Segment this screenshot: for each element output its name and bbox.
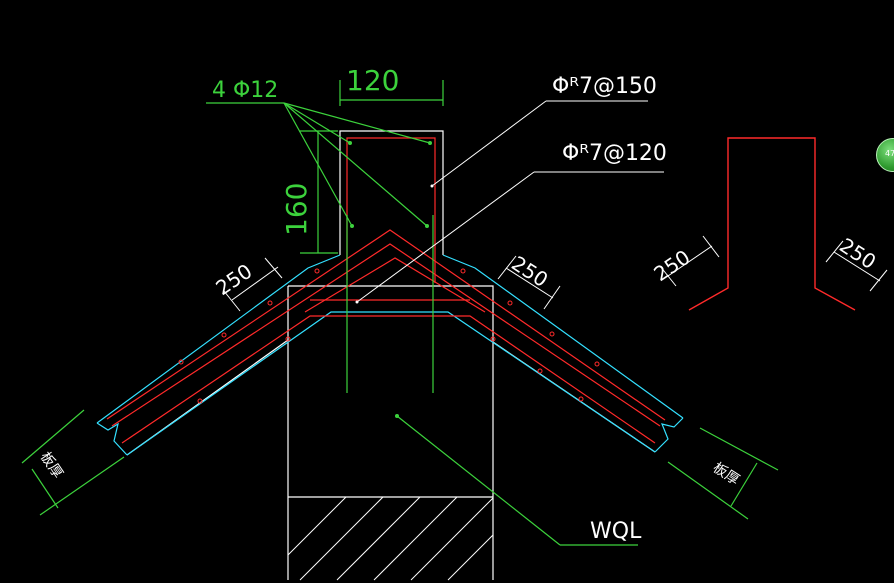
upstand-outline <box>339 130 444 255</box>
detail-right-dim-label: 250 <box>835 233 880 274</box>
stirrup-150-label: Φᴿ7@150 <box>552 74 657 99</box>
detail-right-ext-1 <box>825 240 844 263</box>
detail-right-dim <box>833 251 881 282</box>
wql-leader <box>396 415 561 546</box>
left-thk-ext-1 <box>21 409 85 464</box>
right-thk-ext-1 <box>699 427 779 471</box>
right-thickness-label: 板厚 <box>710 460 742 489</box>
green-dots <box>348 141 432 418</box>
rebar-red <box>106 137 666 444</box>
hatch-pattern <box>287 496 494 581</box>
detail-right-ext-2 <box>869 269 888 292</box>
dim-side-label: 160 <box>280 183 313 236</box>
right-slope-ext-1 <box>497 255 517 280</box>
slab-inner-edge <box>126 311 656 456</box>
stirrup2-leader <box>356 171 535 303</box>
bent-bar-detail <box>688 137 856 311</box>
right-slope-dim <box>505 267 554 299</box>
left-slope-dim-label: 250 <box>211 259 256 300</box>
left-thk-ext-2 <box>39 456 125 516</box>
dim-top-label: 120 <box>346 64 399 97</box>
green-linework <box>21 80 779 546</box>
left-slab-top-edge <box>96 254 341 424</box>
left-thickness-label: 板厚 <box>37 449 66 481</box>
white-leaders <box>223 100 888 312</box>
detail-left-ext-1 <box>659 265 677 287</box>
stirrup1-leader <box>431 100 547 187</box>
left-thk-dim <box>31 468 59 509</box>
upstand-stirrup <box>346 137 436 283</box>
left-break-mark <box>96 422 128 456</box>
slab-cyan-outline <box>96 254 684 456</box>
leader-4 <box>283 102 428 227</box>
right-slab-top-edge <box>442 254 684 419</box>
right-slope-ext-2 <box>543 285 561 310</box>
left-slope-ext-2 <box>264 257 283 279</box>
right-thk-dim <box>730 462 758 507</box>
right-thk-ext-2 <box>667 461 749 520</box>
detail-left-dim-label: 250 <box>649 245 694 286</box>
right-break-mark <box>654 417 684 453</box>
detail-left-dim <box>667 245 713 277</box>
leader-1 <box>283 102 351 144</box>
slab-bottom-bar <box>121 315 656 444</box>
concrete-outline <box>126 130 656 580</box>
crossing-bar <box>304 257 486 313</box>
break-marks <box>96 417 684 456</box>
rebar-dots <box>178 268 600 404</box>
slab-top-bar <box>106 229 666 421</box>
left-slope-ext-1 <box>223 290 241 312</box>
detail-left-ext-2 <box>702 235 720 258</box>
slab-top-bar-2 <box>111 243 661 427</box>
reference-dots <box>355 184 434 304</box>
beam-wql-label: WQL <box>590 519 642 544</box>
rebar-main-label: 4 Φ12 <box>212 78 278 103</box>
stirrup-120-label: Φᴿ7@120 <box>562 141 667 166</box>
badge-text: 47 <box>885 149 894 158</box>
left-slope-dim <box>231 266 279 301</box>
column-outline <box>287 285 494 580</box>
right-slope-dim-label: 250 <box>507 251 552 292</box>
leader-2 <box>283 102 431 144</box>
